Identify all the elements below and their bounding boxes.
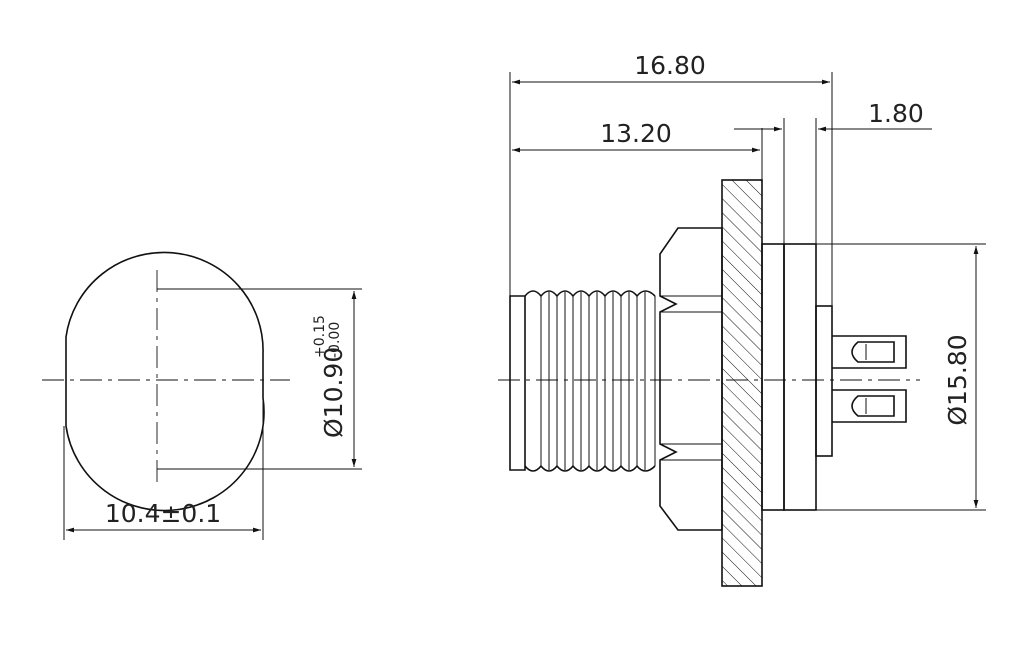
connector-side-view: 16.80 13.20 1.80 Ø15.80	[498, 51, 986, 587]
cutout-width-label: 10.4±0.1	[105, 499, 221, 528]
cutout-tolerance-lower: -0.00	[327, 322, 343, 358]
flange	[761, 243, 785, 511]
flange-diameter-dimension: Ø15.80	[816, 243, 986, 511]
cutout-diameter-label: Ø10.90	[319, 347, 348, 438]
thread-crest-bottom	[524, 464, 656, 472]
pin-offset-dimension: 1.80	[734, 99, 932, 244]
mounting-panel	[721, 179, 763, 587]
overall-length-label: 16.80	[634, 51, 706, 80]
cutout-diameter-dimension: Ø10.90 +0.15 -0.00	[157, 288, 362, 470]
cutout-width-dimension: 10.4±0.1	[63, 398, 264, 540]
thread-body	[509, 295, 526, 471]
cutout-outline	[65, 251, 265, 512]
cutout-tolerance-upper: +0.15	[312, 315, 328, 358]
thread-length-dimension: 13.20	[512, 119, 763, 180]
pin-offset-label: 1.80	[868, 99, 924, 128]
panel-cutout-view: Ø10.90 +0.15 -0.00 10.4±0.1	[42, 251, 362, 540]
flange-diameter-label: Ø15.80	[943, 334, 972, 425]
rear-housing	[783, 243, 817, 511]
hex-nut	[659, 227, 723, 531]
overall-length-dimension: 16.80	[509, 51, 833, 306]
rear-insert	[815, 305, 833, 457]
contact-pins	[832, 335, 907, 423]
thread-length-label: 13.20	[600, 119, 672, 148]
thread-lines	[540, 292, 646, 470]
thread-crest-top	[524, 290, 656, 298]
